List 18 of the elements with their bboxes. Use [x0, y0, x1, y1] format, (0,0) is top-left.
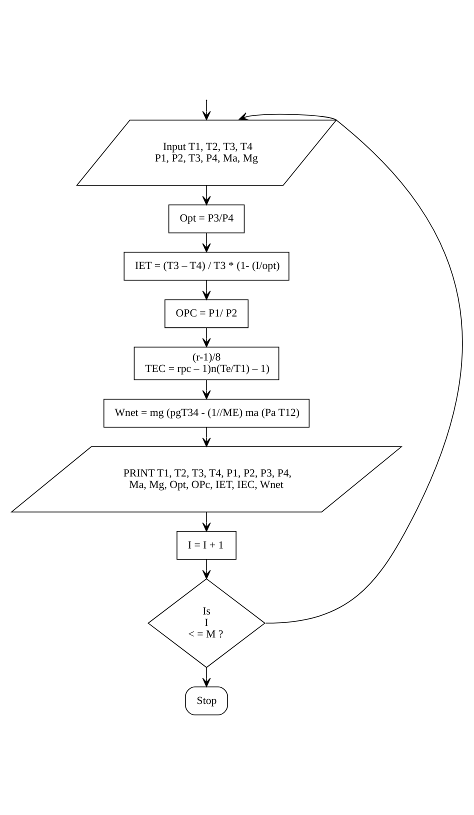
node-box: Opt = P3/P4 — [168, 204, 245, 234]
node-box: I = I + 1 — [176, 531, 236, 560]
arrow — [202, 185, 211, 206]
arrow — [238, 112, 463, 624]
arrow — [202, 380, 211, 400]
node-box: Stop — [185, 686, 228, 716]
arrow — [202, 667, 211, 688]
arrow — [202, 426, 211, 447]
arrow — [202, 232, 211, 252]
arrow — [202, 280, 211, 300]
arrow — [202, 512, 211, 532]
arrow — [202, 328, 211, 348]
arrow — [202, 559, 211, 580]
node-box: (r-1)/8 TEC = rpc – 1)n(Te/T1) – 1) — [134, 346, 280, 380]
node-diamond: Is I < = M ? — [148, 578, 266, 668]
node-box: IET = (T3 – T4) / T3 * (1- (I/opt) — [124, 252, 290, 281]
node-box: Wnet = mg (pgT34 - (1//ME) ma (Pa T12) — [104, 398, 310, 428]
node-box: OPC = P1/ P2 — [164, 299, 248, 328]
